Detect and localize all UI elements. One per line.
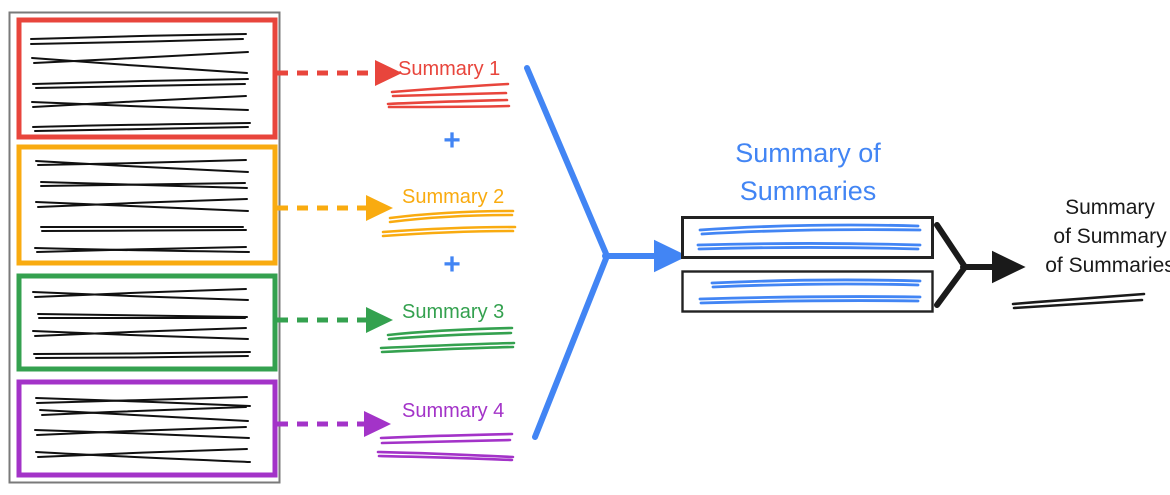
scribble-text-lines: [696, 223, 922, 251]
black-funnel-arrow: [934, 222, 1026, 308]
summary-scribble-red: [386, 82, 511, 109]
scribble-text-lines: [698, 278, 922, 305]
document-chunk-purple[interactable]: [16, 379, 278, 478]
summary-scribble-orange: [381, 209, 517, 238]
plus-operator-1: +: [443, 124, 461, 157]
summary-of-summaries-title-line-2: Summaries: [739, 176, 877, 206]
final-output-title-line-2: of Summary: [1053, 225, 1167, 248]
source-document-frame: [8, 11, 281, 484]
summary-1-label: Summary 1: [398, 58, 501, 80]
final-output-title-line-3: of Summaries: [1045, 254, 1170, 277]
sos-box-1[interactable]: [681, 216, 934, 259]
final-output-scribble: [1011, 292, 1146, 310]
sos-box-2[interactable]: [681, 270, 934, 313]
scribble-text-lines: [34, 159, 250, 253]
summary-scribble-purple: [376, 432, 515, 462]
summary-3-label: Summary 3: [402, 301, 505, 323]
document-chunk-red[interactable]: [16, 17, 278, 140]
summary-of-summaries-title-line-1: Summary of: [735, 138, 881, 168]
scribble-text-lines: [32, 288, 251, 359]
blue-funnel-arrow: [524, 65, 688, 440]
plus-operator-2: +: [443, 248, 461, 281]
document-chunk-orange[interactable]: [16, 144, 278, 266]
summary-4-label: Summary 4: [402, 400, 505, 422]
summary-scribble-green: [379, 326, 516, 354]
scribble-text-lines: [30, 33, 251, 132]
document-chunk-green[interactable]: [16, 273, 278, 372]
final-output-title-line-1: Summary: [1065, 196, 1155, 219]
summary-2-label: Summary 2: [402, 186, 505, 208]
scribble-text-lines: [34, 396, 251, 463]
